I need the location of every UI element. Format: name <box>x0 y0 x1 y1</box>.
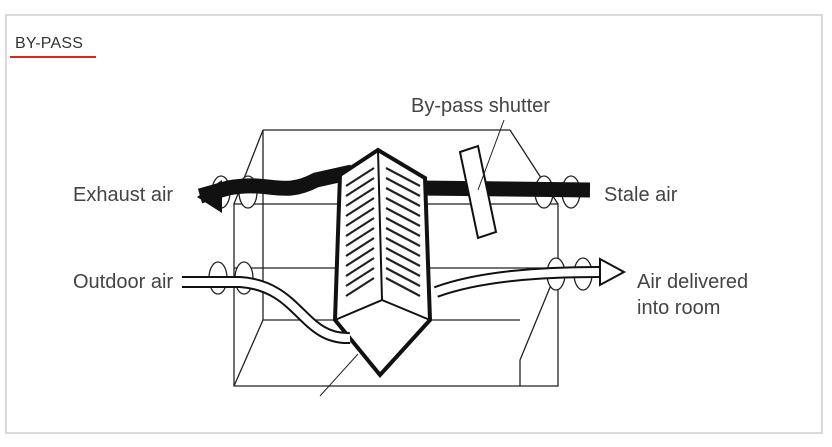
stale-flow <box>417 180 591 198</box>
delivered-arrowhead <box>599 257 627 287</box>
label-bypass-shutter: By-pass shutter <box>411 95 550 117</box>
label-into-room: into room <box>637 297 721 319</box>
section-heading: BY-PASS <box>15 35 84 52</box>
delivered-flow <box>434 268 601 296</box>
label-air-delivered: Air delivered <box>637 271 749 293</box>
label-outdoor-air: Outdoor air <box>73 271 174 293</box>
core-leader-line <box>319 353 359 397</box>
label-stale-air: Stale air <box>604 184 678 206</box>
exhaust-flow <box>197 164 354 204</box>
housing-front <box>233 203 559 387</box>
outdoor-flow <box>182 278 351 343</box>
exhaust-arrowhead <box>197 180 222 213</box>
heading-underline <box>10 56 96 58</box>
shutter-leader-line <box>477 119 505 191</box>
bypass-shutter <box>458 144 498 240</box>
label-exhaust-air: Exhaust air <box>73 184 174 206</box>
heat-exchanger-core <box>332 147 433 379</box>
